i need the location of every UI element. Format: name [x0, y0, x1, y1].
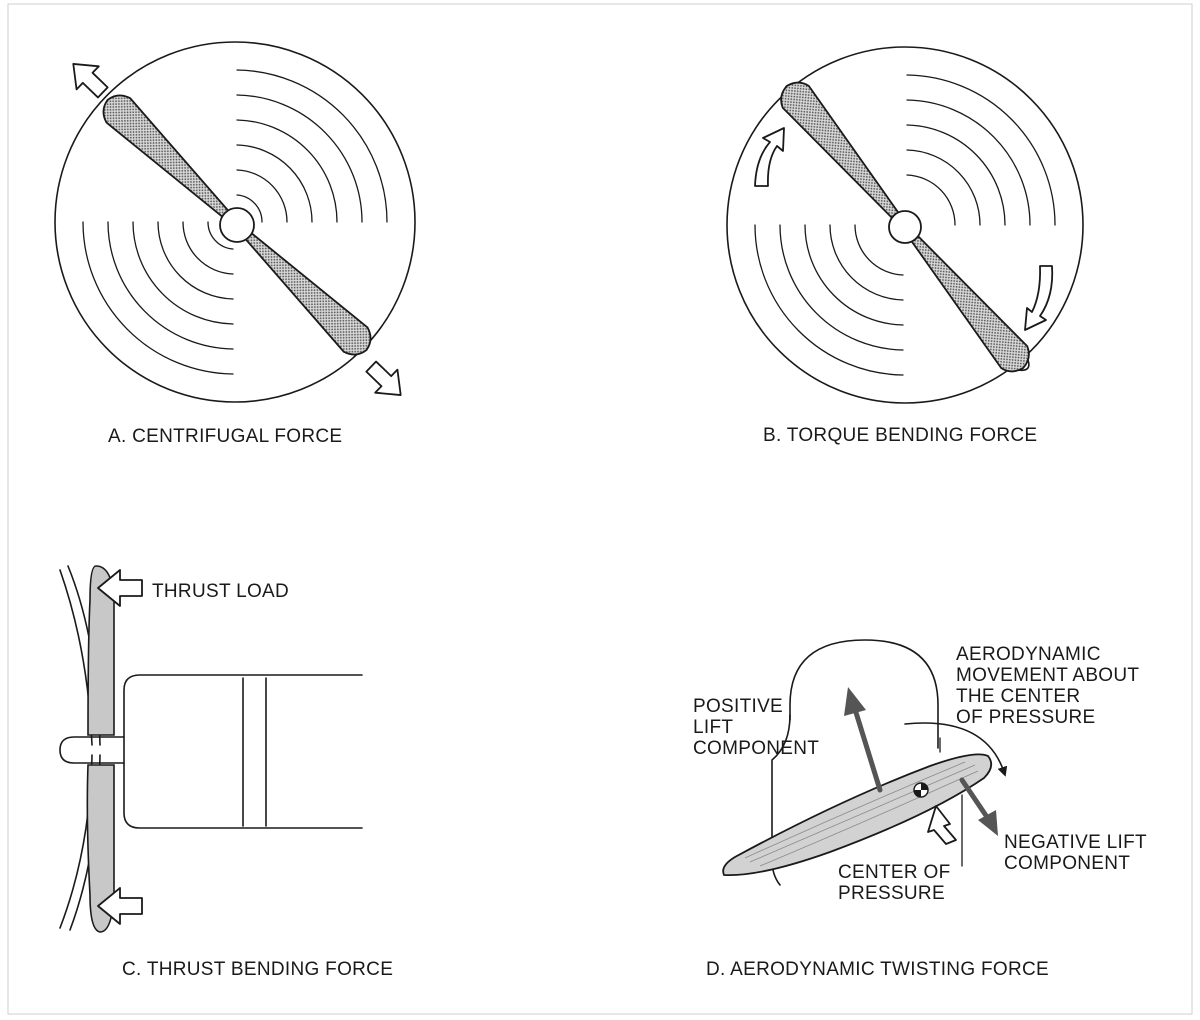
- caption-c: C. THRUST BENDING FORCE: [122, 959, 393, 980]
- negative-lift-arrowhead-icon: [978, 810, 998, 836]
- center-of-pressure-label: CENTER OF PRESSURE: [838, 862, 956, 904]
- blade-lower-b: [910, 234, 1030, 373]
- positive-lift-arrowhead-icon: [844, 687, 866, 716]
- negative-lift-arrow: [959, 777, 992, 823]
- hub-a: [219, 207, 255, 243]
- centrifugal-arrow-down-icon: [365, 360, 402, 396]
- blade-upper-b: [780, 81, 900, 220]
- positive-leader: [771, 714, 791, 886]
- positive-lift-arrow: [851, 703, 883, 793]
- negative-lift-label: NEGATIVE LIFT COMPONENT: [1004, 832, 1152, 874]
- hub-b: [888, 210, 922, 244]
- figure-border: [7, 3, 1193, 1015]
- torque-arrow-left-icon: [754, 127, 785, 187]
- prop-disc-outline-b: [726, 46, 1084, 404]
- thrust-load-label: THRUST LOAD: [152, 581, 289, 602]
- centrifugal-arrow-up-icon: [72, 63, 109, 99]
- blade-upper-a: [102, 94, 231, 220]
- movement-arch: [789, 639, 939, 749]
- center-pressure-arrow-icon: [927, 805, 957, 845]
- caption-d: D. AERODYNAMIC TWISTING FORCE: [706, 959, 1049, 980]
- engine-nacelle: [123, 674, 363, 829]
- rotation-arcs-a: [82, 69, 388, 375]
- panel-a-centrifugal: A. CENTRIFUGAL FORCE: [54, 41, 416, 447]
- blade-lower-a: [243, 230, 372, 356]
- thrust-arrow-lower-icon: [97, 887, 143, 925]
- moment-arrow: [904, 722, 1008, 777]
- caption-a: A. CENTRIFUGAL FORCE: [108, 426, 342, 447]
- panel-c-thrust: THRUST LOAD C. THRUST BENDING FORCE: [59, 565, 393, 980]
- thrust-arrow-upper-icon: [97, 569, 143, 607]
- movement-label: AERODYNAMIC MOVEMENT ABOUT THE CENTER OF…: [956, 644, 1145, 728]
- prop-shaft: [59, 736, 125, 764]
- positive-lift-label: POSITIVE LIFT COMPONENT: [693, 696, 819, 759]
- airfoil-hatching: [744, 761, 979, 867]
- airfoil-section: [722, 753, 993, 877]
- panel-b-torque: B. TORQUE BENDING FORCE: [726, 46, 1084, 446]
- caption-b: B. TORQUE BENDING FORCE: [763, 425, 1037, 446]
- center-of-pressure-quarters: [914, 783, 928, 797]
- torque-arrow-right-icon: [1024, 265, 1054, 331]
- prop-disc-outline-a: [54, 41, 416, 403]
- panel-d-aerodynamic: AERODYNAMIC MOVEMENT ABOUT THE CENTER OF…: [693, 639, 1152, 980]
- rotation-arcs-b: [754, 74, 1056, 376]
